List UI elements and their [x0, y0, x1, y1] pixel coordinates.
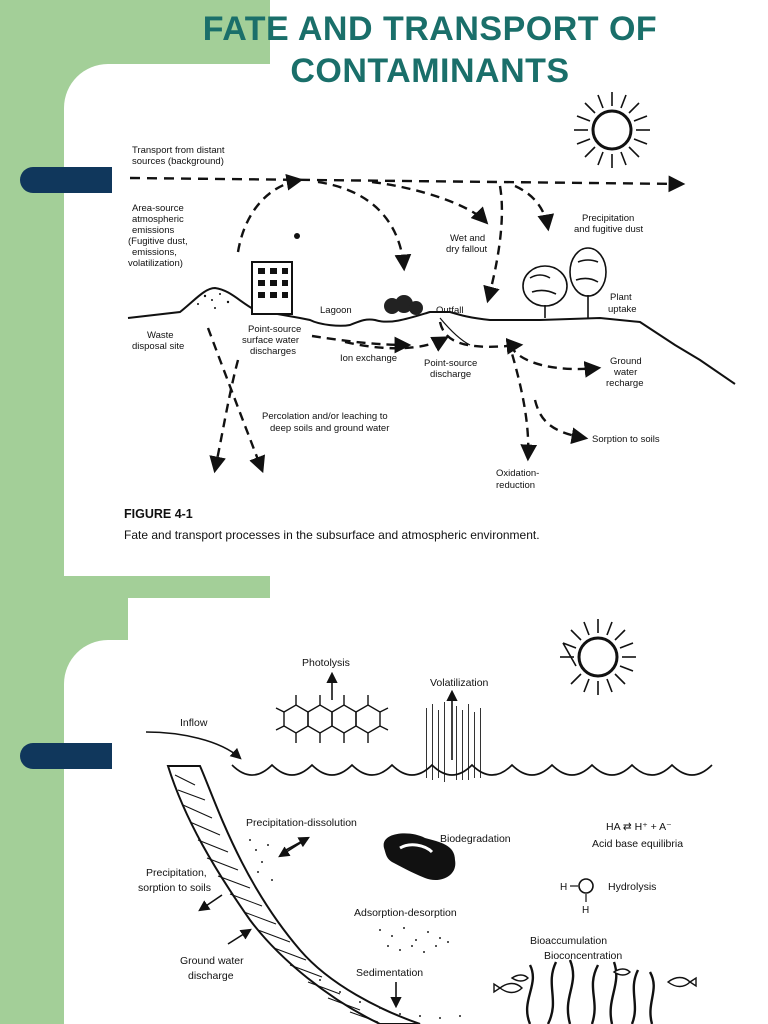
- figure-1-panel: [64, 64, 768, 576]
- label-hydrolysis: Hydrolysis: [608, 881, 656, 893]
- svg-text:H: H: [560, 882, 567, 893]
- label-ox-1: Oxidation-: [496, 468, 539, 479]
- sun-icon: [574, 92, 650, 168]
- water-molecule-icon: H H: [560, 878, 594, 916]
- figure-2-panel: [64, 640, 768, 1024]
- sediment-stipple: [249, 839, 461, 1019]
- bank-hatching: [174, 774, 379, 1023]
- label-photolysis: Photolysis: [302, 657, 350, 669]
- label-volatilization: Volatilization: [430, 677, 489, 689]
- adsorption-stipple: [379, 927, 449, 953]
- label-gwd-1: Ground water: [180, 955, 244, 967]
- label-area-5: emissions,: [132, 247, 177, 258]
- label-area-6: volatilization): [128, 258, 183, 269]
- bacterium-icon: [383, 833, 456, 880]
- label-bioconcentration: Bioconcentration: [544, 950, 622, 962]
- aquatic-plants-icon: [525, 959, 655, 1024]
- label-waste-1: Waste: [147, 330, 174, 341]
- figure-1-caption: Fate and transport processes in the subs…: [124, 528, 540, 542]
- label-gwr-1: Ground: [610, 356, 642, 367]
- volatilization-stipple: [426, 702, 481, 782]
- label-acid-base: Acid base equilibria: [592, 838, 683, 850]
- figure-2-top-strip: [128, 598, 768, 648]
- label-gwd-2: discharge: [188, 970, 234, 982]
- label-psd-2: discharge: [430, 369, 471, 380]
- top-green-band: [130, 0, 270, 64]
- label-psd-1: Point-source: [424, 358, 477, 369]
- label-wet-1: Wet and: [450, 233, 485, 244]
- label-psw-2: surface water: [242, 335, 299, 346]
- label-transport-1: Transport from distant: [132, 145, 225, 156]
- molecule-icon: [275, 695, 389, 743]
- label-waste-2: disposal site: [132, 341, 184, 352]
- label-precip-1: Precipitation: [582, 213, 634, 224]
- label-transport-2: sources (background): [132, 156, 224, 167]
- label-perc-1: Percolation and/or leaching to: [262, 411, 388, 422]
- label-inflow: Inflow: [180, 717, 208, 729]
- label-lagoon: Lagoon: [320, 305, 352, 316]
- tree-icon: [522, 247, 607, 318]
- label-ion-exchange: Ion exchange: [340, 353, 397, 364]
- label-acid-equation: HA ⇄ H⁺ + A⁻: [606, 821, 672, 833]
- label-sedimentation: Sedimentation: [356, 967, 423, 979]
- label-perc-2: deep soils and ground water: [270, 423, 389, 434]
- middle-green-band: [130, 576, 270, 600]
- label-area-1: Area-source: [132, 203, 184, 214]
- label-wet-2: dry fallout: [446, 244, 488, 255]
- bullet-pill-2: [20, 743, 112, 769]
- label-gwr-2: water: [613, 367, 637, 378]
- label-plant-1: Plant: [610, 292, 632, 303]
- label-psorp-2: sorption to soils: [138, 882, 211, 894]
- bush-icon: [384, 295, 423, 315]
- label-psorp-1: Precipitation,: [146, 867, 207, 879]
- label-gwr-3: recharge: [606, 378, 644, 389]
- figure-1-diagram: Transport from distant sources (backgrou…: [124, 92, 736, 542]
- label-precip-2: and fugitive dust: [574, 224, 644, 235]
- label-area-2: atmospheric: [132, 214, 184, 225]
- label-adsorption: Adsorption-desorption: [354, 907, 457, 919]
- label-biodegradation: Biodegradation: [440, 833, 511, 845]
- label-area-4: (Fugitive dust,: [128, 236, 188, 247]
- label-plant-2: uptake: [608, 304, 637, 315]
- sun-icon: [560, 619, 636, 695]
- label-precip-dissolution: Precipitation-dissolution: [246, 817, 357, 829]
- svg-text:H: H: [582, 905, 589, 916]
- bullet-pill-1: [20, 167, 112, 193]
- label-sorption: Sorption to soils: [592, 434, 660, 445]
- fish-icon: [493, 968, 697, 994]
- figure-1-label: FIGURE 4-1: [124, 507, 193, 521]
- figure-2-diagram: H H Photolysis Volatilization Inflow Pre…: [138, 619, 713, 1024]
- label-psw-3: discharges: [250, 346, 296, 357]
- label-area-3: emissions: [132, 225, 174, 236]
- label-psw-1: Point-source: [248, 324, 301, 335]
- label-outfall: Outfall: [436, 305, 463, 316]
- label-ox-2: reduction: [496, 480, 535, 491]
- label-bioaccumulation: Bioaccumulation: [530, 935, 607, 947]
- building-icon: [251, 261, 293, 315]
